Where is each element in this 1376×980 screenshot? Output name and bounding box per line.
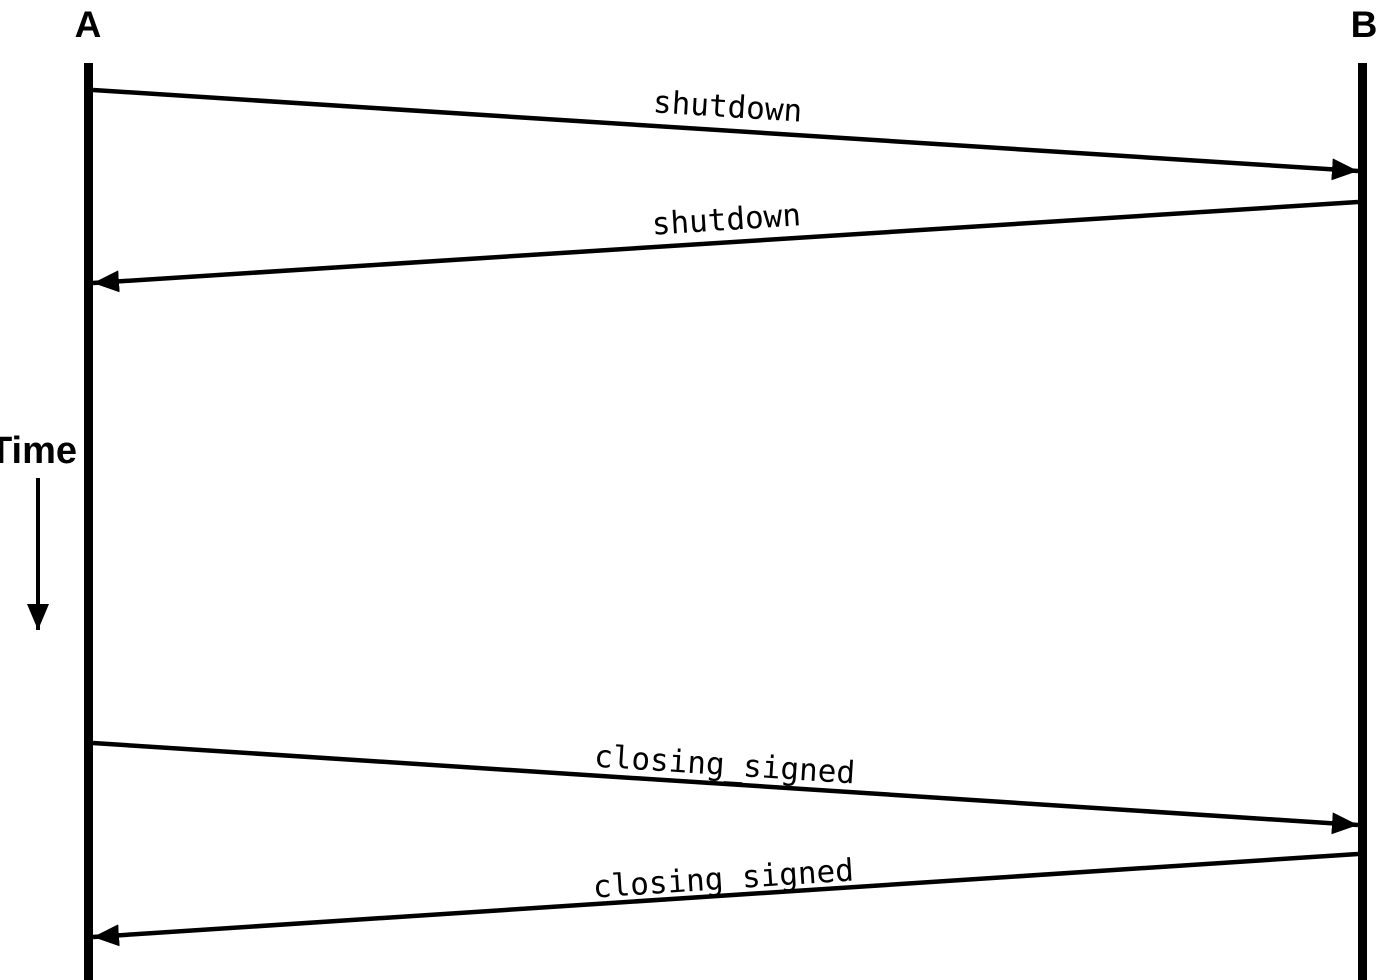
message-closing-signed-b-to-a: closing_signed — [92, 851, 1359, 947]
message-label: shutdown — [651, 197, 802, 242]
message-shutdown-a-to-b: shutdown — [92, 84, 1359, 181]
actor-label-b: B — [1351, 4, 1376, 45]
actor-label-a: A — [75, 4, 102, 45]
time-axis-label: Time — [0, 430, 77, 472]
message-label: shutdown — [652, 84, 803, 129]
message-arrow — [92, 199, 1359, 293]
message-closing-signed-a-to-b: closing_signed — [92, 739, 1359, 835]
message-arrow — [92, 740, 1359, 835]
message-shutdown-b-to-a: shutdown — [92, 197, 1359, 293]
message-arrow — [92, 87, 1359, 181]
message-arrow — [92, 851, 1359, 947]
